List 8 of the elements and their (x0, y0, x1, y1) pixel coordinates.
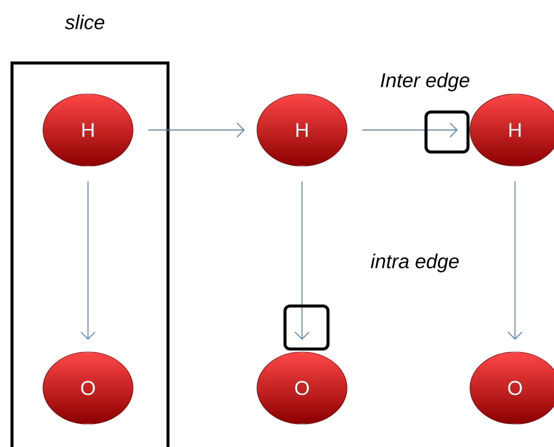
arrow (508, 180, 522, 340)
annotation-label: Inter edge (380, 72, 470, 92)
arrow (362, 122, 458, 138)
annotation-label: intra edge (370, 254, 459, 272)
arrow (294, 180, 310, 340)
arrow (80, 180, 96, 340)
arrow (148, 122, 245, 138)
node-label: slice (65, 14, 104, 30)
